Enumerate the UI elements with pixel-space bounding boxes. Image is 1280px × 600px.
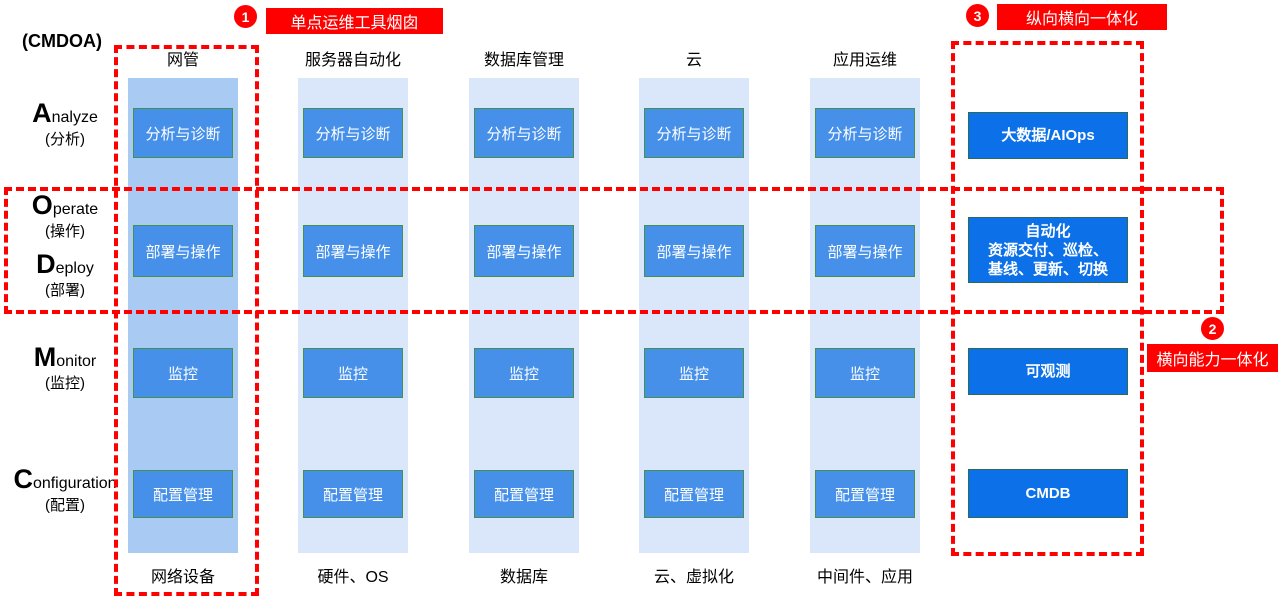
cell-appops-analyze: 分析与诊断 xyxy=(815,108,915,158)
annotation-1-badge: 1 xyxy=(232,3,259,30)
column-header-database: 数据库管理 xyxy=(483,52,564,69)
row-label-analyze-en: Analyze xyxy=(0,98,130,130)
integrated-box-cmdb: CMDB xyxy=(968,469,1128,518)
row-label-configuration-cn: (配置) xyxy=(45,497,85,514)
cell-appops-config: 配置管理 xyxy=(815,470,915,518)
row-letter: C xyxy=(13,464,33,494)
cell-netmgmt-monitor: 监控 xyxy=(133,348,233,398)
row-letter: M xyxy=(33,342,57,372)
automation-line: 资源交付、巡检、 xyxy=(987,241,1108,259)
cell-netmgmt-config: 配置管理 xyxy=(133,470,233,518)
cell-database-deploy: 部署与操作 xyxy=(474,225,574,277)
cell-cloud-deploy: 部署与操作 xyxy=(644,225,744,277)
column-footer-appops: 中间件、应用 xyxy=(816,569,913,586)
row-label-deploy: Deploy (部署) xyxy=(0,249,130,301)
integrated-box-observability: 可观测 xyxy=(968,348,1128,395)
row-rest: perate xyxy=(52,201,99,218)
column-footer-database: 数据库 xyxy=(499,569,548,586)
cell-server-deploy: 部署与操作 xyxy=(303,225,403,277)
column-footer-netmgmt: 网络设备 xyxy=(150,569,215,586)
cell-server-analyze: 分析与诊断 xyxy=(303,108,403,158)
cell-appops-deploy: 部署与操作 xyxy=(815,225,915,277)
annotation-3-badge: 3 xyxy=(964,2,991,29)
row-label-analyze-cn: (分析) xyxy=(45,131,85,148)
row-letter: A xyxy=(32,98,52,128)
annotation-2-badge: 2 xyxy=(1199,315,1226,342)
cell-server-monitor: 监控 xyxy=(303,348,403,398)
cell-database-analyze: 分析与诊断 xyxy=(474,108,574,158)
annotation-3-label: 纵向横向一体化 xyxy=(997,4,1167,30)
row-label-deploy-en: Deploy xyxy=(0,249,130,281)
integrated-box-aiops: 大数据/AIOps xyxy=(968,112,1128,159)
annotation-2-label: 横向能力一体化 xyxy=(1147,344,1278,372)
row-rest: onitor xyxy=(56,353,97,370)
row-label-configuration-en: Configuration xyxy=(0,464,130,496)
column-header-appops: 应用运维 xyxy=(832,52,897,69)
column-footer-cloud: 云、虚拟化 xyxy=(653,569,734,586)
row-letter: D xyxy=(36,249,56,279)
column-header-server: 服务器自动化 xyxy=(304,52,401,69)
row-label-operate-en: Operate xyxy=(0,190,130,222)
row-label-deploy-cn: (部署) xyxy=(45,282,85,299)
row-rest: eploy xyxy=(55,260,94,277)
cell-appops-monitor: 监控 xyxy=(815,348,915,398)
cell-cloud-monitor: 监控 xyxy=(644,348,744,398)
cell-netmgmt-analyze: 分析与诊断 xyxy=(133,108,233,158)
cell-database-config: 配置管理 xyxy=(474,470,574,518)
row-label-monitor-en: Monitor xyxy=(0,342,130,374)
cell-server-config: 配置管理 xyxy=(303,470,403,518)
row-rest: onfiguration xyxy=(32,475,117,492)
row-label-operate: Operate (操作) xyxy=(0,190,130,242)
automation-line: 自动化 xyxy=(1025,222,1071,240)
row-rest: nalyze xyxy=(51,109,98,126)
cell-cloud-analyze: 分析与诊断 xyxy=(644,108,744,158)
row-label-configuration: Configuration (配置) xyxy=(0,464,130,516)
cell-cloud-config: 配置管理 xyxy=(644,470,744,518)
column-header-cloud: 云 xyxy=(685,52,702,69)
integrated-box-automation: 自动化 资源交付、巡检、 基线、更新、切换 xyxy=(968,217,1128,283)
row-label-monitor-cn: (监控) xyxy=(45,375,85,392)
cell-netmgmt-deploy: 部署与操作 xyxy=(133,225,233,277)
framework-label: (CMDOA) xyxy=(22,31,102,51)
column-header-netmgmt: 网管 xyxy=(166,52,199,69)
row-letter: O xyxy=(31,190,53,220)
cell-database-monitor: 监控 xyxy=(474,348,574,398)
annotation-1-label: 单点运维工具烟囱 xyxy=(266,8,443,34)
row-label-operate-cn: (操作) xyxy=(45,223,85,240)
row-label-monitor: Monitor (监控) xyxy=(0,342,130,394)
column-footer-server: 硬件、OS xyxy=(317,569,389,586)
row-label-analyze: Analyze (分析) xyxy=(0,98,130,150)
automation-line: 基线、更新、切换 xyxy=(987,260,1108,278)
